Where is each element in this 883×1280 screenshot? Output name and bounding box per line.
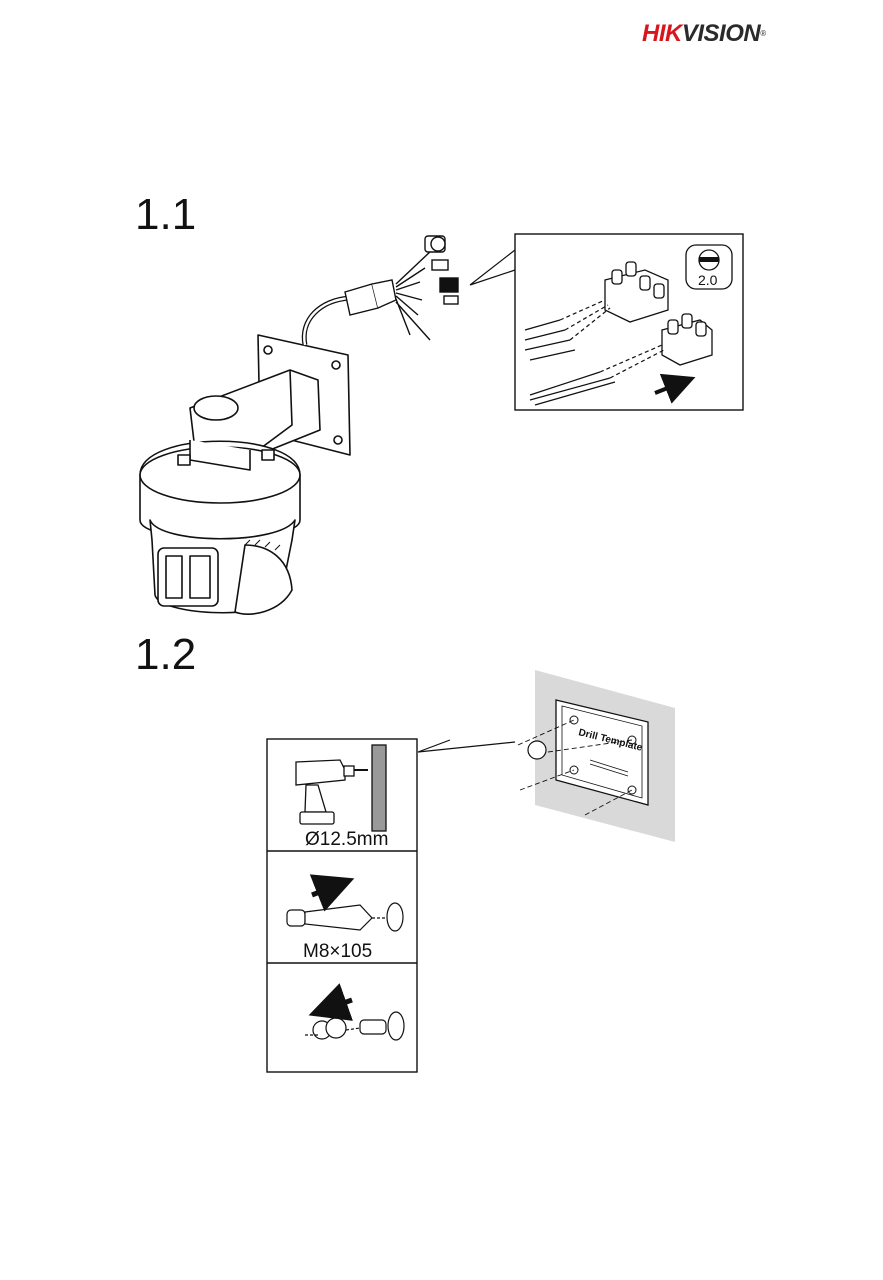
cable-tail (345, 236, 458, 340)
screwdriver-size-label: 2.0 (698, 272, 718, 288)
wall-illustration: Drill Template (518, 670, 675, 842)
camera-illustration (140, 298, 350, 614)
drill-bit-label: Ø12.5mm (305, 829, 388, 850)
anchor-bolt-label: M8×105 (303, 941, 372, 962)
